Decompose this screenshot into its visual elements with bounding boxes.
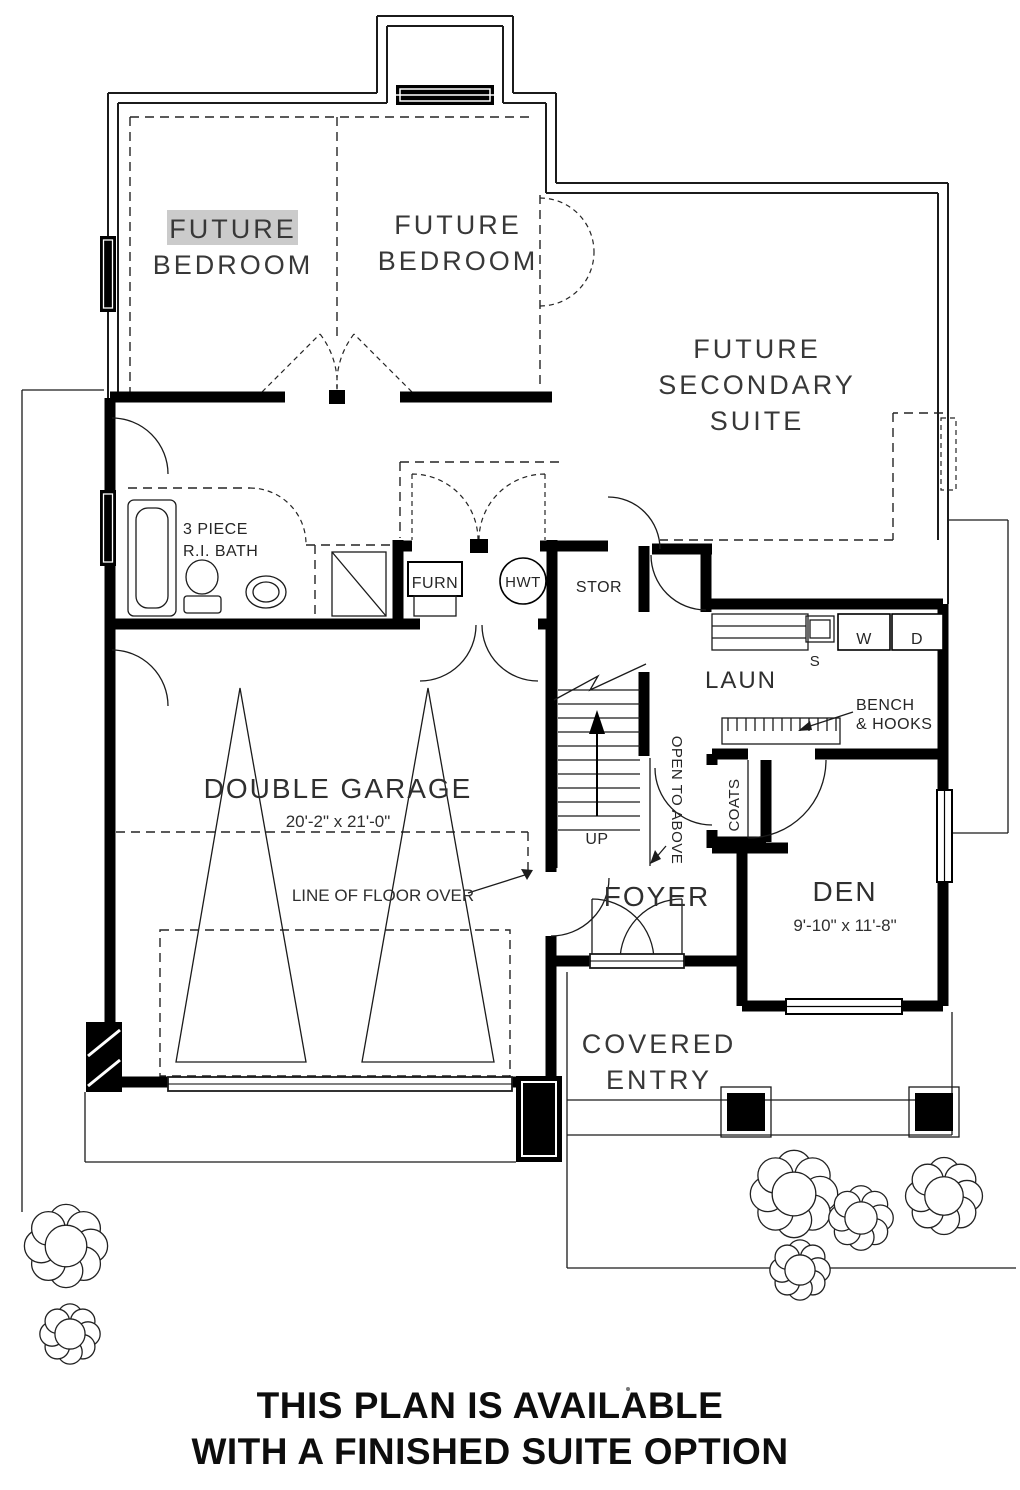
label-bedroom1-line2: BEDROOM (153, 250, 314, 280)
future-walls (116, 116, 943, 1077)
dryer (891, 613, 944, 651)
label-bedroom2-line2: BEDROOM (378, 246, 539, 276)
label-line-of-floor-over: LINE OF FLOOR OVER (292, 886, 474, 905)
sink-basin (245, 575, 287, 609)
washer (837, 613, 891, 651)
label-bath-line1: 3 PIECE (183, 521, 248, 538)
porch-post (720, 1086, 772, 1138)
porch-post (908, 1086, 960, 1138)
window-right-suite (940, 417, 957, 491)
tree (24, 1204, 107, 1287)
label-entry-line1: COVERED (582, 1029, 737, 1059)
window-den-bottom (785, 998, 903, 1015)
label-foyer: FOYER (604, 881, 710, 912)
label-entry-line2: ENTRY (606, 1065, 712, 1095)
shower (331, 551, 387, 617)
room-labels: FUTURE BEDROOM FUTURE BEDROOM FUTURE SEC… (153, 210, 932, 1095)
front-door-sill (589, 953, 685, 969)
door-post (329, 390, 345, 404)
label-dryer: D (911, 631, 923, 648)
text-highlight (167, 210, 298, 245)
interior-walls (86, 390, 960, 1162)
footer-line1: THIS PLAN IS AVAILABLE (257, 1385, 724, 1426)
label-bedroom1-line1: FUTURE (169, 214, 297, 244)
footer-title: THIS PLAN IS AVAILABLE WITH A FINISHED S… (191, 1385, 788, 1472)
bathtub (127, 499, 177, 617)
counter (711, 613, 809, 651)
furnace (407, 561, 463, 597)
label-coats: COATS (726, 778, 743, 831)
label-den: DEN (812, 876, 877, 907)
label-bedroom2-line1: FUTURE (394, 210, 522, 240)
garage-elements (167, 687, 533, 1092)
mechanical-fixtures (407, 557, 547, 617)
label-den-dims: 9'-10" x 11'-8" (793, 916, 896, 935)
laundry-sink (805, 615, 835, 643)
label-storage: STOR (576, 579, 622, 596)
tree (829, 1186, 893, 1250)
garage-corner-block (86, 1022, 122, 1092)
label-garage: DOUBLE GARAGE (204, 773, 473, 804)
label-furnace: FURN (412, 575, 458, 592)
window-den-right (936, 789, 953, 883)
tree (40, 1304, 100, 1364)
trees (24, 1150, 982, 1364)
footer-line2: WITH A FINISHED SUITE OPTION (191, 1431, 788, 1472)
label-washer: W (856, 631, 872, 648)
entry-corner-post (516, 1076, 562, 1162)
tree (906, 1158, 983, 1235)
tree (750, 1150, 837, 1237)
label-open-to-above: OPEN TO ABOVE (668, 736, 685, 865)
stray-mark (626, 1387, 630, 1391)
label-up: UP (585, 831, 608, 848)
window-left-bath (100, 490, 116, 566)
hot-water-tank (499, 557, 547, 605)
toilet (183, 559, 222, 614)
label-laundry: LAUN (705, 667, 777, 694)
window-left-upper (100, 236, 116, 312)
label-bath-line2: R.I. BATH (183, 543, 258, 560)
exterior-walls (107, 15, 949, 604)
laundry-fixtures (711, 613, 944, 651)
label-suite-line2: SECONDARY (658, 370, 856, 400)
label-bench-line1: BENCH (856, 697, 915, 714)
door-post (470, 539, 488, 553)
label-bench-line2: & HOOKS (856, 716, 932, 733)
garage-door-track (361, 687, 495, 1063)
label-sink: S (810, 653, 821, 670)
label-hot-water-tank: HWT (505, 574, 541, 591)
windows (100, 85, 957, 1015)
label-suite-line1: FUTURE (693, 334, 821, 364)
label-garage-dims: 20'-2" x 21'-0" (286, 812, 391, 831)
door-arcs (111, 417, 827, 969)
bay-window (396, 85, 494, 105)
stairs (553, 663, 667, 866)
garage-door-track (175, 687, 307, 1063)
tree (770, 1240, 830, 1300)
bench-hooks (721, 711, 854, 745)
label-suite-line3: SUITE (710, 406, 805, 436)
garage-door (167, 1076, 513, 1092)
bath-fixtures (127, 499, 387, 617)
